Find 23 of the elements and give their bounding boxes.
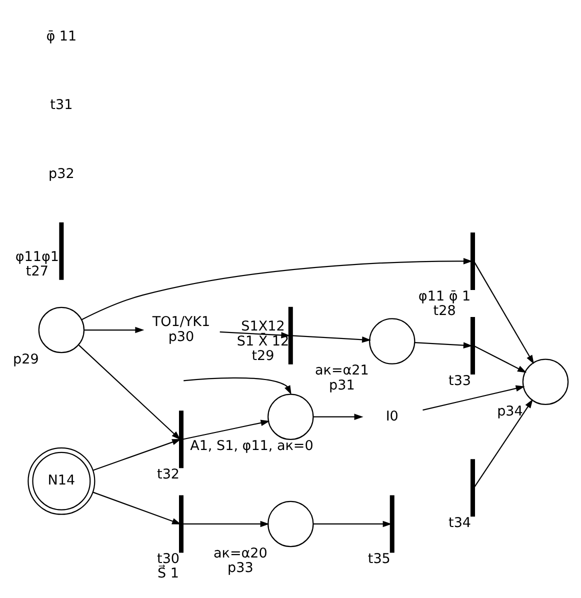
node-label: t33 bbox=[448, 372, 472, 389]
node-label: t34 bbox=[448, 514, 472, 531]
label: p32 bbox=[48, 166, 74, 182]
label: φ̄ 11 bbox=[46, 28, 77, 44]
label: t31 bbox=[50, 97, 73, 114]
node-label: p31 bbox=[329, 377, 355, 394]
node-label: t29 bbox=[252, 348, 274, 364]
node-text: I0 bbox=[386, 408, 398, 424]
node-label: S⃗ 1 bbox=[158, 566, 180, 582]
node-label: φ11 φ̄ 1 bbox=[418, 288, 471, 304]
node-label: aк=α20 bbox=[214, 545, 268, 562]
node-label: A1, S1, φ11, aк=0 bbox=[190, 438, 314, 454]
node-label: t35 bbox=[368, 550, 390, 567]
node-label: p34 bbox=[497, 403, 523, 420]
node-label: aк=α21 bbox=[315, 362, 369, 379]
node-label: t27 bbox=[26, 263, 48, 280]
node-label: φ11φ1 bbox=[15, 248, 60, 265]
node-label: t32 bbox=[157, 466, 180, 482]
node-text: TO1/YK1 p30 bbox=[152, 314, 210, 345]
node-label: p29 bbox=[13, 351, 39, 368]
node-label: t28 bbox=[433, 302, 456, 319]
node-label: S1X12 bbox=[241, 318, 285, 335]
node-label: p33 bbox=[228, 560, 254, 576]
